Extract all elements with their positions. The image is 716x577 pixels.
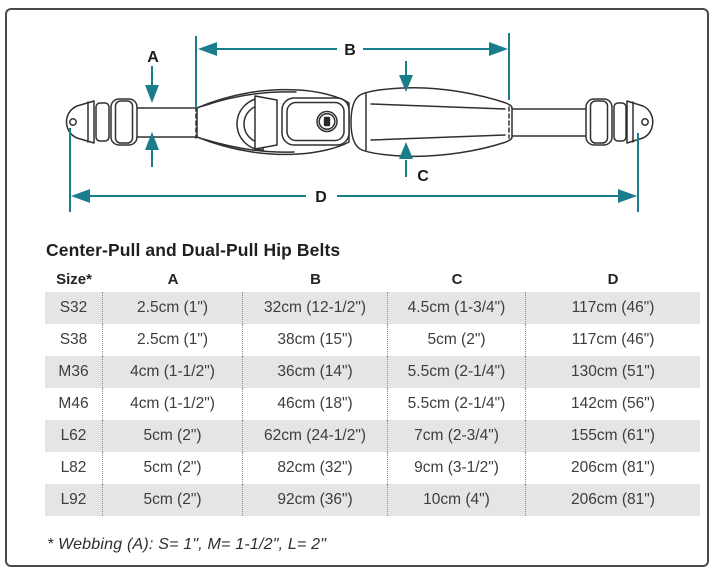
belt-dimension-diagram: A B C D <box>65 33 654 212</box>
column-header-b: B <box>310 270 321 288</box>
table-row: L92 5cm (2") 92cm (36") 10cm (4") 206cm … <box>45 484 700 516</box>
table-row: L62 5cm (2") 62cm (24-1/2") 7cm (2-3/4")… <box>45 420 700 452</box>
belt-left-tip <box>65 100 95 144</box>
column-header-c: C <box>451 270 463 288</box>
size-cell: L82 <box>45 452 103 484</box>
dim-d-cell: 155cm (61") <box>571 427 655 444</box>
column-header-d: D <box>607 270 619 288</box>
table-row: M36 4cm (1-1/2") 36cm (14") 5.5cm (2-1/4… <box>45 356 700 388</box>
webbing-footnote: * Webbing (A): S= 1", M= 1-1/2", L= 2" <box>47 536 327 553</box>
size-cell: M36 <box>45 356 103 388</box>
hip-belt-illustration <box>65 86 654 158</box>
belt-right-slider <box>585 98 627 146</box>
dim-c-cell: 10cm (4") <box>388 484 526 516</box>
dim-b-cell: 38cm (15") <box>243 324 388 356</box>
column-header-a: A <box>167 270 179 288</box>
dimension-b-arrows <box>195 33 510 108</box>
dim-a-cell: 5cm (2") <box>103 452 243 484</box>
dim-d-cell: 117cm (46") <box>571 331 655 348</box>
size-cell: S38 <box>45 324 103 356</box>
size-table: Size* A B C D S32 2.5cm (1") 32cm (12-1/… <box>45 266 700 516</box>
dim-b-cell: 32cm (12-1/2") <box>243 292 388 324</box>
table-title: Center-Pull and Dual-Pull Hip Belts <box>46 240 341 260</box>
dim-c-cell: 7cm (2-3/4") <box>388 420 526 452</box>
belt-right-tip <box>626 100 654 144</box>
dimension-c-label: C <box>417 168 429 185</box>
dim-b-cell: 82cm (32") <box>243 452 388 484</box>
dim-a-cell: 2.5cm (1") <box>103 292 243 324</box>
dim-b-cell: 36cm (14") <box>243 356 388 388</box>
table-row: S38 2.5cm (1") 38cm (15") 5cm (2") 117cm… <box>45 324 700 356</box>
dim-c-cell: 4.5cm (1-3/4") <box>388 292 526 324</box>
dim-a-cell: 4cm (1-1/2") <box>103 356 243 388</box>
dim-d-cell: 206cm (81") <box>571 459 655 476</box>
dim-d-cell: 130cm (51") <box>571 363 655 380</box>
dimension-c-arrows <box>399 61 413 177</box>
size-cell: L62 <box>45 420 103 452</box>
table-header-row: Size* A B C D <box>45 266 700 292</box>
belt-right-pad <box>350 86 513 158</box>
dimension-a-label: A <box>147 49 159 66</box>
dim-c-cell: 5.5cm (2-1/4") <box>388 388 526 420</box>
table-row: M46 4cm (1-1/2") 46cm (18") 5.5cm (2-1/4… <box>45 388 700 420</box>
dim-c-cell: 5.5cm (2-1/4") <box>388 356 526 388</box>
dim-c-cell: 5cm (2") <box>388 324 526 356</box>
dimension-a-arrows <box>145 66 159 167</box>
size-cell: M46 <box>45 388 103 420</box>
center-buckle <box>281 97 350 146</box>
size-cell: S32 <box>45 292 103 324</box>
dim-b-cell: 46cm (18") <box>243 388 388 420</box>
d-ring <box>236 95 278 151</box>
dim-d-cell: 142cm (56") <box>571 395 655 412</box>
table-row: S32 2.5cm (1") 32cm (12-1/2") 4.5cm (1-3… <box>45 292 700 324</box>
table-row: L82 5cm (2") 82cm (32") 9cm (3-1/2") 206… <box>45 452 700 484</box>
dim-a-cell: 5cm (2") <box>103 484 243 516</box>
dim-b-cell: 92cm (36") <box>243 484 388 516</box>
column-header-size: Size* <box>56 270 92 288</box>
dim-c-cell: 9cm (3-1/2") <box>388 452 526 484</box>
size-cell: L92 <box>45 484 103 516</box>
dim-b-cell: 62cm (24-1/2") <box>243 420 388 452</box>
dim-a-cell: 4cm (1-1/2") <box>103 388 243 420</box>
dim-d-cell: 117cm (46") <box>571 299 655 316</box>
dimension-d-arrows <box>69 128 639 212</box>
dim-a-cell: 5cm (2") <box>103 420 243 452</box>
dimension-b-label: B <box>344 42 356 59</box>
dimension-d-label: D <box>315 189 327 206</box>
belt-left-slider <box>95 98 138 146</box>
dim-a-cell: 2.5cm (1") <box>103 324 243 356</box>
dim-d-cell: 206cm (81") <box>571 491 655 508</box>
